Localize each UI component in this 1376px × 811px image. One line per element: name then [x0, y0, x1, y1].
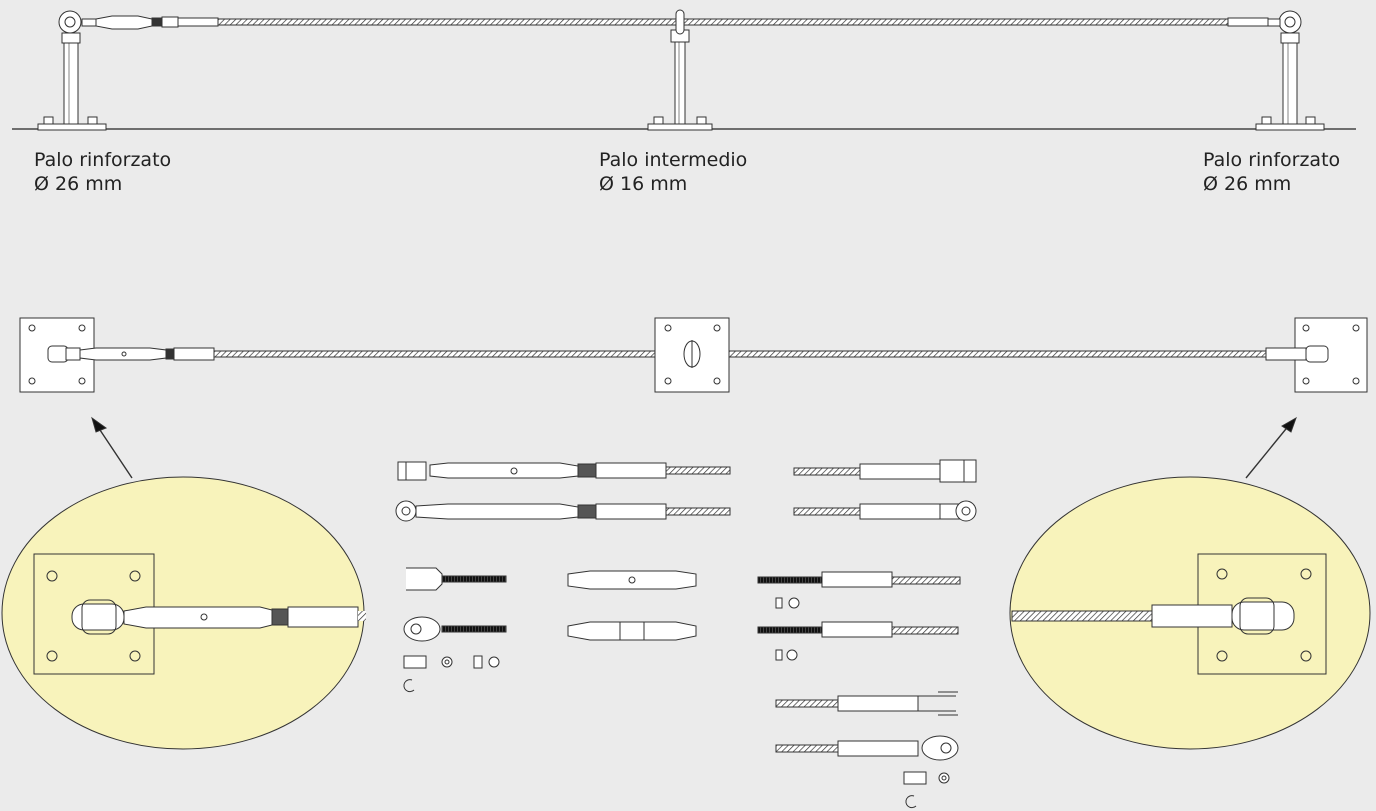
post-label-middle: Palo intermedio Ø 16 mm: [599, 148, 747, 196]
assembly-eye-terminal: [793, 500, 977, 522]
part-turnbody-holed: [567, 570, 697, 590]
post-name: Palo rinforzato: [34, 149, 172, 171]
component-parts: [395, 459, 977, 809]
post-diameter: Ø 26 mm: [1203, 173, 1292, 195]
detail-right: [1009, 476, 1371, 750]
top-cable: [217, 18, 1229, 26]
plan-view: [19, 317, 1368, 479]
post-diameter: Ø 26 mm: [34, 173, 123, 195]
base-plate-left: [19, 317, 215, 393]
plan-cable: [213, 350, 1267, 358]
arrow-left: [95, 423, 133, 479]
part-eye-swage: [775, 735, 959, 809]
part-eye-threaded: [403, 616, 507, 642]
post-left-elevation: [37, 10, 219, 131]
part-turnbody: [567, 621, 697, 641]
post-diameter: Ø 16 mm: [599, 173, 688, 195]
part-threaded-terminal-1: [757, 571, 961, 609]
assembly-fork-turnbuckle: [397, 461, 731, 481]
base-plate-right: [1265, 317, 1368, 393]
post-middle-elevation: [647, 9, 713, 131]
part-threaded-terminal-2: [757, 621, 959, 661]
part-pin-washer-nut: [403, 655, 500, 693]
elevation-view: [12, 9, 1356, 131]
part-fork-swage: [775, 691, 958, 716]
part-fork-threaded: [406, 567, 507, 591]
assembly-fork-terminal: [793, 459, 977, 483]
post-label-left: Palo rinforzato Ø 26 mm: [34, 148, 171, 196]
post-name: Palo rinforzato: [1203, 149, 1341, 171]
assembly-eye-turnbuckle: [395, 500, 731, 522]
base-plate-middle: [654, 317, 730, 393]
post-right-elevation: [1227, 10, 1325, 131]
detail-left: [1, 476, 366, 750]
arrow-right: [1245, 423, 1291, 479]
post-name: Palo intermedio: [599, 149, 748, 171]
post-label-right: Palo rinforzato Ø 26 mm: [1203, 148, 1340, 196]
